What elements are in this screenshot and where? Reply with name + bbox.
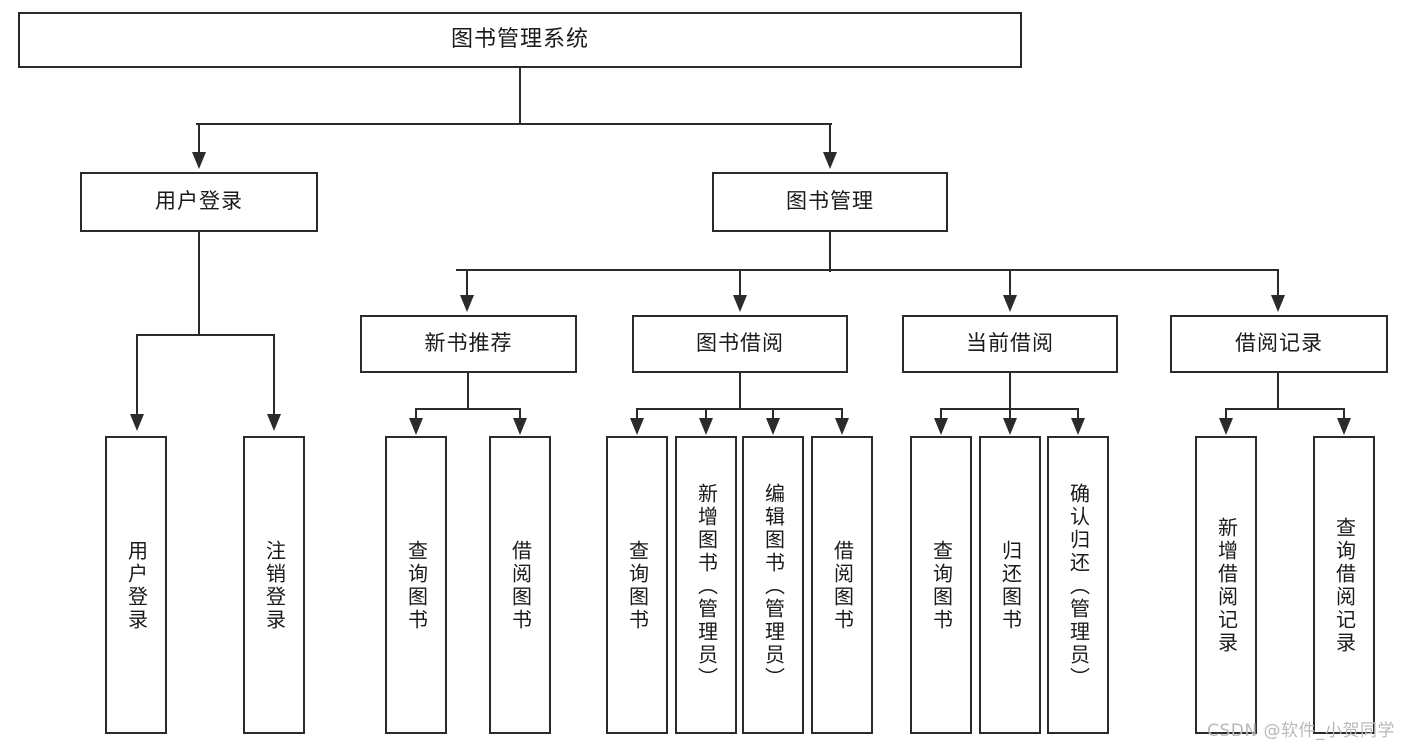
arrowhead-cb-leaf1 (934, 418, 948, 435)
arrowhead-cb-leaf2 (1003, 418, 1017, 435)
connector-drop-br-leaf2 (1343, 408, 1345, 420)
connector-drop-bb-leaf4 (841, 408, 843, 420)
connector-drop-bb-leaf3 (772, 408, 774, 420)
connector-drop-cb-leaf2 (1009, 408, 1011, 420)
connector-drop-cb-leaf3 (1077, 408, 1079, 420)
node-borrow-record[interactable]: 借阅记录 (1170, 315, 1388, 373)
leaf-book-borrow-add[interactable]: 新增图书（管理员） (675, 436, 737, 734)
connector-drop-bb-leaf2 (705, 408, 707, 420)
connector-drop-cb-leaf1 (940, 408, 942, 420)
arrowhead-leaf-user-login (130, 414, 144, 431)
leaf-new-book-borrow[interactable]: 借阅图书 (489, 436, 551, 734)
leaf-current-borrow-return[interactable]: 归还图书 (979, 436, 1041, 734)
connector-drop-new-book (466, 269, 468, 297)
connector-drop-book-borrow (739, 269, 741, 297)
leaf-book-borrow-edit[interactable]: 编辑图书（管理员） (742, 436, 804, 734)
connector-level3-bar (456, 269, 1279, 271)
connector-drop-leaf-logout (273, 334, 275, 416)
connector-drop-nb-leaf2 (519, 408, 521, 420)
leaf-book-borrow-query[interactable]: 查询图书 (606, 436, 668, 734)
node-book-management[interactable]: 图书管理 (712, 172, 948, 232)
connector-drop-book-manage (829, 123, 831, 155)
csdn-watermark: CSDN @软件_小贺同学 (1207, 721, 1395, 741)
arrowhead-leaf-logout (267, 414, 281, 431)
arrowhead-bb-leaf4 (835, 418, 849, 435)
connector-drop-bb-leaf1 (636, 408, 638, 420)
connector-new-book-stem (467, 373, 469, 410)
arrowhead-current-borrow (1003, 295, 1017, 312)
arrowhead-bb-leaf1 (630, 418, 644, 435)
connector-borrow-record-bar (1225, 408, 1345, 410)
connector-user-login-stem (198, 232, 200, 336)
arrowhead-bb-leaf2 (699, 418, 713, 435)
connector-drop-nb-leaf1 (415, 408, 417, 420)
connector-borrow-record-stem (1277, 373, 1279, 410)
arrowhead-br-leaf1 (1219, 418, 1233, 435)
arrowhead-book-borrow (733, 295, 747, 312)
node-book-borrow[interactable]: 图书借阅 (632, 315, 848, 373)
leaf-borrow-record-add[interactable]: 新增借阅记录 (1195, 436, 1257, 734)
leaf-book-borrow-borrow[interactable]: 借阅图书 (811, 436, 873, 734)
leaf-current-borrow-confirm[interactable]: 确认归还（管理员） (1047, 436, 1109, 734)
leaf-new-book-query[interactable]: 查询图书 (385, 436, 447, 734)
arrowhead-nb-leaf2 (513, 418, 527, 435)
arrowhead-nb-leaf1 (409, 418, 423, 435)
leaf-borrow-record-query[interactable]: 查询借阅记录 (1313, 436, 1375, 734)
node-new-book-recommend[interactable]: 新书推荐 (360, 315, 577, 373)
connector-book-manage-stem (829, 232, 831, 272)
node-user-login[interactable]: 用户登录 (80, 172, 318, 232)
connector-new-book-bar (415, 408, 521, 410)
connector-drop-borrow-record (1277, 269, 1279, 297)
arrowhead-book-manage (823, 152, 837, 169)
arrowhead-user-login (192, 152, 206, 169)
connector-drop-leaf-user-login (136, 334, 138, 416)
connector-drop-current-borrow (1009, 269, 1011, 297)
connector-current-borrow-stem (1009, 373, 1011, 410)
arrowhead-borrow-record (1271, 295, 1285, 312)
arrowhead-br-leaf2 (1337, 418, 1351, 435)
leaf-user-login-signin[interactable]: 用户登录 (105, 436, 167, 734)
leaf-current-borrow-query[interactable]: 查询图书 (910, 436, 972, 734)
connector-user-login-bar (136, 334, 275, 336)
node-current-borrow[interactable]: 当前借阅 (902, 315, 1118, 373)
arrowhead-bb-leaf3 (766, 418, 780, 435)
connector-drop-user-login (198, 123, 200, 155)
connector-book-borrow-stem (739, 373, 741, 410)
node-root-system[interactable]: 图书管理系统 (18, 12, 1022, 68)
connector-drop-br-leaf1 (1225, 408, 1227, 420)
connector-level2-bar (196, 123, 832, 125)
connector-book-borrow-bar (636, 408, 843, 410)
leaf-user-login-signout[interactable]: 注销登录 (243, 436, 305, 734)
arrowhead-cb-leaf3 (1071, 418, 1085, 435)
connector-root-stem (519, 68, 521, 124)
arrowhead-new-book (460, 295, 474, 312)
